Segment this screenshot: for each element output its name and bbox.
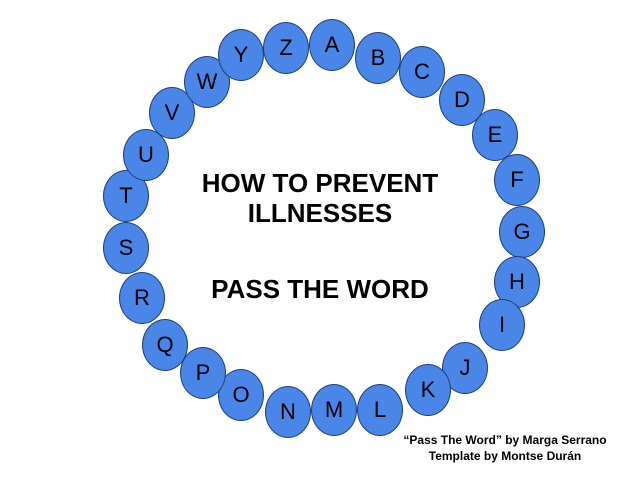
- letter-bubble-e[interactable]: E: [472, 109, 518, 161]
- letter-bubble-y[interactable]: Y: [218, 29, 264, 81]
- letter-bubble-q[interactable]: Q: [142, 319, 188, 371]
- letter-bubble-n[interactable]: N: [265, 386, 311, 438]
- letter-bubble-g[interactable]: G: [499, 206, 545, 258]
- letter-bubble-p[interactable]: P: [180, 347, 226, 399]
- credit-line-2: Template by Montse Durán: [428, 449, 582, 463]
- credit-line-1: “Pass The Word” by Marga Serrano: [403, 433, 607, 447]
- slide-title: HOW TO PREVENT ILLNESSES: [150, 168, 490, 228]
- letter-bubble-f[interactable]: F: [494, 154, 540, 206]
- letter-bubble-u[interactable]: U: [123, 129, 169, 181]
- letter-bubble-z[interactable]: Z: [263, 22, 309, 74]
- letter-bubble-s[interactable]: S: [103, 222, 149, 274]
- credits: “Pass The Word” by Marga Serrano Templat…: [392, 432, 618, 464]
- title-line-1: HOW TO PREVENT: [201, 168, 439, 198]
- letter-bubble-k[interactable]: K: [405, 364, 451, 416]
- letter-bubble-r[interactable]: R: [119, 272, 165, 324]
- letter-bubble-c[interactable]: C: [399, 46, 445, 98]
- letter-bubble-i[interactable]: I: [479, 299, 525, 351]
- letter-bubble-o[interactable]: O: [218, 369, 264, 421]
- letter-bubble-d[interactable]: D: [439, 74, 485, 126]
- letter-bubble-b[interactable]: B: [355, 32, 401, 84]
- title-line-2: ILLNESSES: [247, 198, 393, 228]
- letter-bubble-a[interactable]: A: [309, 19, 355, 71]
- letter-bubble-m[interactable]: M: [311, 384, 357, 436]
- slide-subtitle: PASS THE WORD: [211, 274, 429, 304]
- letter-bubble-l[interactable]: L: [357, 384, 403, 436]
